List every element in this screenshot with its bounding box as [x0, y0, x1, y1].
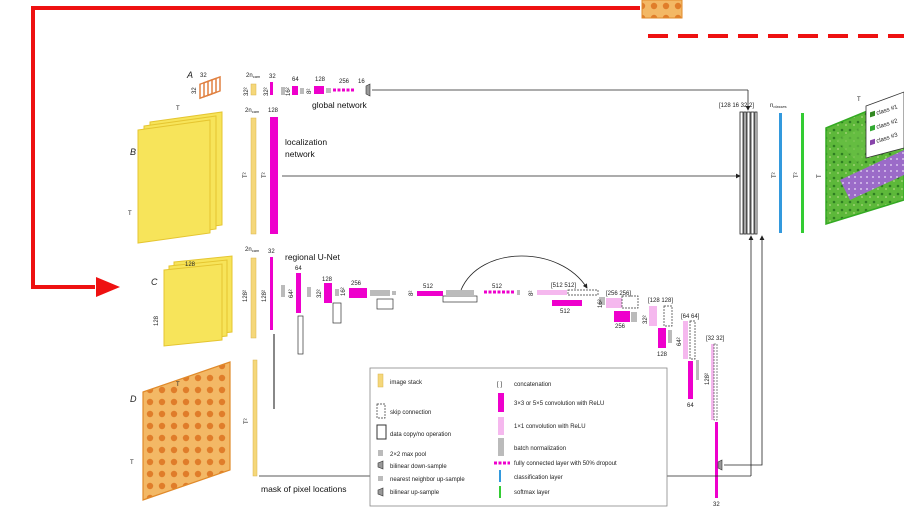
u-128sq2: 128²	[262, 290, 268, 302]
d-128: 128	[657, 352, 668, 358]
classification-layer	[779, 113, 782, 233]
d-64sq: 64²	[677, 337, 683, 346]
d-concat32: [32 32]	[706, 336, 725, 342]
legend: image stack skip connection data copy/no…	[370, 368, 667, 506]
image-stack-a	[200, 77, 220, 98]
dim-a-side: 32	[192, 87, 198, 94]
legend-max-pool: 2×2 max pool	[390, 452, 426, 458]
dim-b-side: T	[128, 211, 132, 217]
legend-skip-connection: skip connection	[390, 410, 431, 416]
u-512a: 512	[423, 284, 434, 290]
panel-label-d: D	[130, 394, 137, 404]
g-32sq: 32²	[244, 87, 250, 96]
m-T2: T²	[244, 418, 250, 424]
d-concat128: [128 128]	[648, 298, 673, 304]
legend-fc-dropout: fully connected layer with 50% dropout	[514, 461, 617, 467]
global-network-label: global network	[312, 100, 368, 110]
localization-label-2: network	[285, 149, 316, 159]
legend-classification: classification layer	[514, 475, 563, 481]
panel-label-c: C	[151, 277, 158, 287]
u-2ncam: 2ncam	[245, 247, 260, 253]
output-T2a: T²	[772, 172, 778, 178]
legend-concat-symbol: [ ]	[497, 382, 502, 388]
legend-data-copy: data copy/no operation	[390, 432, 451, 438]
legend-softmax: softmax layer	[514, 490, 550, 496]
legend-conv1x1: 1×1 convolution with ReLU	[514, 424, 586, 430]
l-128: 128	[268, 108, 279, 114]
g-16sq: 16²	[286, 87, 292, 96]
dim-b-top: T	[176, 106, 180, 112]
dim-a-top: 32	[200, 73, 207, 79]
panel-label-b: B	[130, 147, 136, 157]
legend-image-stack: image stack	[390, 380, 423, 386]
d-concat256: [256 256]	[606, 291, 631, 297]
g-2ncam: 2ncam	[246, 73, 261, 79]
output-nclasses: nclasses	[770, 103, 787, 109]
legend-nn-up: nearest neighbor up-sample	[390, 477, 465, 483]
g-128: 128	[315, 77, 326, 83]
u-64: 64	[295, 266, 302, 272]
dim-c-top: 128	[185, 262, 196, 268]
g-64: 64	[292, 77, 299, 83]
legend-bilinear-up: bilinear up-sample	[390, 490, 440, 496]
d-concat64: [64 64]	[681, 314, 700, 320]
g-16: 16	[358, 79, 365, 85]
u-64sq: 64²	[289, 289, 295, 298]
regional-unet-label: regional U-Net	[285, 252, 340, 262]
g-8sq: 8²	[307, 89, 313, 94]
image-stack-d	[143, 362, 230, 500]
u-8sq2: 8²	[529, 291, 535, 296]
panel-label-a: A	[186, 70, 193, 80]
u-32: 32	[268, 249, 275, 255]
u-128sq: 128²	[243, 290, 249, 302]
l-T2b: T²	[262, 172, 268, 178]
u-512c: 512	[560, 309, 571, 315]
legend-conv3x3: 3×3 or 5×5 convolution with ReLU	[514, 401, 604, 407]
dim-d-top: T	[176, 382, 180, 388]
g-32: 32	[269, 74, 276, 80]
legend-batchnorm: batch normalization	[514, 446, 566, 452]
u-512b: 512	[492, 284, 503, 290]
d-concat512: [512 512]	[551, 283, 576, 289]
d-128sq: 128²	[705, 373, 711, 385]
image-stack-c	[164, 256, 232, 346]
image-stack-b	[138, 112, 222, 243]
u-256: 256	[351, 281, 362, 287]
u-32sq: 32²	[317, 289, 323, 298]
d-256: 256	[615, 324, 626, 330]
d-32sq: 32²	[643, 315, 649, 324]
g-32sq2: 32²	[264, 87, 270, 96]
l-T2a: T²	[243, 172, 249, 178]
concatenation-block	[740, 112, 757, 234]
d-32: 32	[713, 502, 720, 508]
output-T-top: T	[857, 97, 861, 103]
class-legend: class #1 class #2 class #3	[866, 92, 904, 158]
softmax-layer	[801, 113, 804, 233]
u-16sq: 16²	[341, 287, 347, 296]
l-2ncam: 2ncam	[245, 108, 260, 114]
d-64: 64	[687, 403, 694, 409]
g-256: 256	[339, 79, 350, 85]
dim-c-side: 128	[154, 315, 160, 326]
dim-d-side: T	[130, 460, 134, 466]
u-128: 128	[322, 277, 333, 283]
output-T2b: T²	[794, 172, 800, 178]
mask-label: mask of pixel locations	[261, 484, 347, 494]
output-concat-label: [128 16 32 2]	[719, 103, 754, 109]
localization-label-1: localization	[285, 137, 327, 147]
legend-bilinear-down: bilinear down-sample	[390, 464, 447, 470]
output-T: T	[817, 174, 823, 178]
d-16sq: 16²	[598, 299, 604, 308]
legend-concatenation: concatenation	[514, 382, 551, 388]
u-8sq: 8²	[409, 291, 415, 296]
localization-network	[251, 117, 740, 234]
top-image-fragment	[642, 0, 682, 18]
